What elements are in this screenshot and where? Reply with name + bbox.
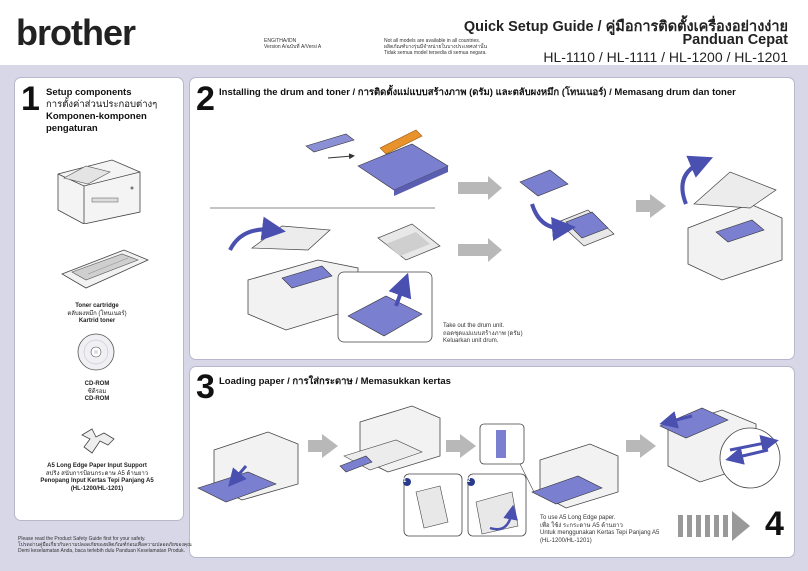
step1-panel [14,77,184,521]
availability-id: Tidak semua model tersedia di semua nega… [384,50,487,56]
printer-illustration [57,159,141,224]
step2-note-en: Take out the drum unit. [443,323,505,329]
guide-title: Quick Setup Guide / คู่มือการติดตั้งเครื… [463,19,788,35]
brand-logo: brother [16,12,136,53]
a5-label-en: A5 Long Edge Paper Input Support [47,463,147,469]
step2-note: Take out the drum unit. ถอดชุดแม่แบบสร้า… [443,323,523,346]
step2-title: Installing the drum and toner / การติดตั… [219,87,736,98]
next-step-number: 4 [765,505,784,543]
a5-caption: A5 Long Edge Paper Input Support สปริง ส… [20,463,174,493]
toner-label-id: Kartrid toner [78,318,116,324]
step3-illustrations [197,405,781,537]
page-header: brother ENG/THA/IDN Version A/ฉบับที่ A/… [0,0,808,66]
step2-illustrations [210,129,783,343]
step3-note-th: เพื่อ ใช้ง่ ระกระดาษ A5 ด้านยาว [540,522,623,529]
step3-note-en: To use A5 Long Edge paper. [540,515,616,521]
toner-label-en: Toner cartridge [75,303,119,309]
step1-title-id: Komponen-komponen pengaturan [46,111,147,134]
cd-rom-icon [77,333,115,371]
a5-support-illustration [81,428,115,454]
version-line-2: Version A/ฉบับที่ A/Versi A [264,44,322,50]
marker-1: 1 [403,478,407,484]
model-list: HL-1110 / HL-1111 / HL-1200 / HL-1201 [543,49,788,65]
safety-note: Please read the Product Safety Guide fir… [18,536,192,554]
availability-note: Not all models are available in all coun… [384,38,487,56]
version-line-1: ENG/THA/IDN [264,38,297,44]
a5-label-models: (HL-1200/HL-1201) [70,485,124,492]
step3-note-models: (HL-1200/HL-1201) [540,537,592,544]
cd-label-id: CD-ROM [84,396,110,402]
a5-label-th: สปริง สนับการป้อนกระดาษ A5 ด้านยาว [45,470,149,477]
toner-cartridge-illustration [61,249,150,289]
safety-th: โปรดอ่านคู่มือเกี่ยวกับความปลอดภัยของผลิ… [18,542,192,548]
cd-label-th: ซีดีรอม [87,388,107,395]
step1-title: Setup components การตั้งค่าส่วนประกอบต่า… [46,87,178,135]
safety-id: Demi keselamatan Anda, baca terlebih dul… [18,548,186,554]
cd-label-en: CD-ROM [84,381,110,387]
guide-title-id: Panduan Cepat [682,32,788,48]
cd-caption: CD-ROM ซีดีรอม CD-ROM [20,381,174,404]
step2-note-th: ถอดชุดแม่แบบสร้างภาพ (ดรัม) [443,330,523,337]
step1-number: 1 [21,80,40,118]
step1-title-en: Setup components [46,87,132,98]
step3-note: To use A5 Long Edge paper. เพื่อ ใช้ง่ ร… [540,515,659,545]
availability-th: ผลิตภัณฑ์บางรุ่นมีจำหน่ายในบางประเทศเท่า… [384,44,487,50]
next-step-arrow-icon [678,511,750,541]
a5-label-id: Penopang Input Kertas Tepi Panjang A5 [40,478,154,484]
step2-number: 2 [196,80,215,118]
step1-title-th: การตั้งค่าส่วนประกอบต่างๆ [46,99,158,110]
step2-note-id: Keluarkan unit drum. [443,338,499,344]
toner-caption: Toner cartridge ตลับผงหมึก (โทนเนอร์) Ka… [20,303,174,326]
step3-number: 3 [196,368,215,406]
version-info: ENG/THA/IDN Version A/ฉบับที่ A/Versi A [264,38,321,50]
safety-en: Please read the Product Safety Guide fir… [18,536,146,542]
availability-en: Not all models are available in all coun… [384,38,481,44]
step3-title: Loading paper / การใส่กระดาษ / Memasukka… [219,376,451,387]
step3-note-id: Untuk menggunakan Kertas Tepi Panjang A5 [540,530,660,536]
marker-2: 2 [467,478,471,484]
toner-label-th: ตลับผงหมึก (โทนเนอร์) [67,310,127,317]
